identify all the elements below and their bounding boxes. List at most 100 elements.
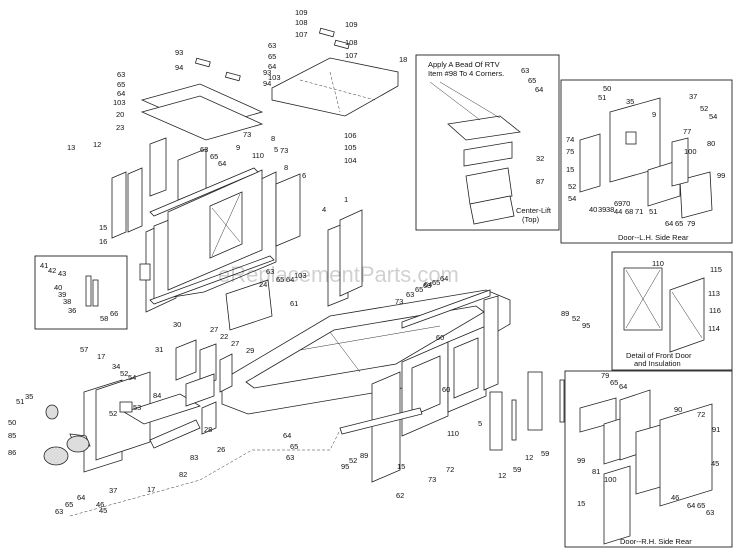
callout-label: 105 [344,143,357,152]
rtv-detail-box [415,54,560,231]
callout-label: 64 [619,382,627,391]
caption-door-rh: Door--R.H. Side Rear [620,537,692,546]
callout-label: 110 [652,259,664,268]
callout-label: 58 [100,314,108,323]
callout-label: 5 [274,145,278,154]
callout-label: 15 [397,462,405,471]
callout-label: 103 [268,73,281,82]
callout-label: 91 [712,425,720,434]
callout-label: 51 [649,207,657,216]
callout-label: 45 [711,459,719,468]
callout-label: 108 [345,38,358,47]
panel-84 [123,393,201,425]
strip-lower [149,255,275,305]
callout-label: 63 [521,66,529,75]
callout-label: 63 [55,507,63,516]
callout-label: 12 [93,140,101,149]
callout-label: 64 [218,159,226,168]
callout-label: 90 [674,405,682,414]
callout-label: 63 [706,508,714,517]
callout-label: 63 [268,41,276,50]
hinge-detail-box [34,255,128,330]
callout-label: 12 [498,471,506,480]
callout-label: 73 [243,130,251,139]
callout-label: 38 [63,297,71,306]
callout-label: 64 [665,219,673,228]
callout-label: 63 [266,267,274,276]
door-lh-74 [579,133,601,193]
callout-label: 52 [700,104,708,113]
callout-label: 108 [295,18,308,27]
side-panel-12a [127,167,143,233]
callout-label: 109 [295,8,308,17]
callout-label: 36 [68,306,76,315]
callout-label: 39 [58,290,66,299]
callout-label: 9 [236,143,240,152]
callout-label: 40 [589,205,597,214]
callout-label: 42 [48,266,56,275]
callout-label: 64 [440,274,448,283]
door-rh-box [564,370,733,548]
panel-45 [95,371,151,461]
callout-label: 30 [173,320,181,329]
callout-label: 28 [204,425,212,434]
panel-15-front [371,371,401,483]
callout-label: 17 [147,485,155,494]
callout-label: 89 [360,451,368,460]
callout-label: 84 [153,391,161,400]
callout-label: 16 [99,237,107,246]
callout-label: 23 [116,123,124,132]
roof-panel-23 [140,95,264,141]
callout-label: 65 [276,275,284,284]
callout-label: 6 [302,171,306,180]
callout-label: 52 [349,456,357,465]
callout-label: 41 [40,261,48,270]
callout-label: 68 [625,207,633,216]
callout-label: 109 [345,20,358,29]
callout-label: 18 [399,55,407,64]
callout-label: 63 [423,281,431,290]
callout-label: 60 [442,385,450,394]
panel-60b [453,337,479,399]
panel-6 [275,173,301,247]
callout-label: 110 [447,429,459,438]
callout-label: 65 [610,378,618,387]
door-rh-72 [659,403,713,507]
rtv-frame [447,115,521,141]
base-87 [465,167,513,205]
channel-24 [225,279,273,331]
callout-label: 51 [16,397,24,406]
callout-label: 107 [295,30,308,39]
callout-label: 38 [606,205,614,214]
callout-label: 12 [525,453,533,462]
callout-label: 46 [671,493,679,502]
callout-label: 63 [200,145,208,154]
callout-label: 65 [528,76,536,85]
callout-label: 80 [707,139,715,148]
callout-label: 34 [112,362,120,371]
callout-label: 65 [432,278,440,287]
strip-12 [489,391,503,451]
callout-label: 13 [67,143,75,152]
callout-label: 77 [683,127,691,136]
callout-label: 65 [415,285,423,294]
callout-label: 99 [717,171,725,180]
callout-label: 62 [396,491,404,500]
callout-label: 40 [54,283,62,292]
callout-label: 74 [566,135,574,144]
callout-label: 107 [345,51,358,60]
callout-label: 61 [290,299,298,308]
caption-front-door-2: and Insulation [634,359,681,368]
panel-1 [339,209,363,297]
door-rh-15 [603,465,631,545]
callout-label: 75 [566,147,574,156]
callout-label: 5 [478,419,482,428]
callout-label: 89 [561,309,569,318]
center-lift [469,195,515,225]
door-lh-80 [671,137,689,187]
callout-label: 69 [614,199,622,208]
callout-label: 37 [109,486,117,495]
callout-label: 64 [424,280,432,289]
door-lh-box [560,79,733,244]
